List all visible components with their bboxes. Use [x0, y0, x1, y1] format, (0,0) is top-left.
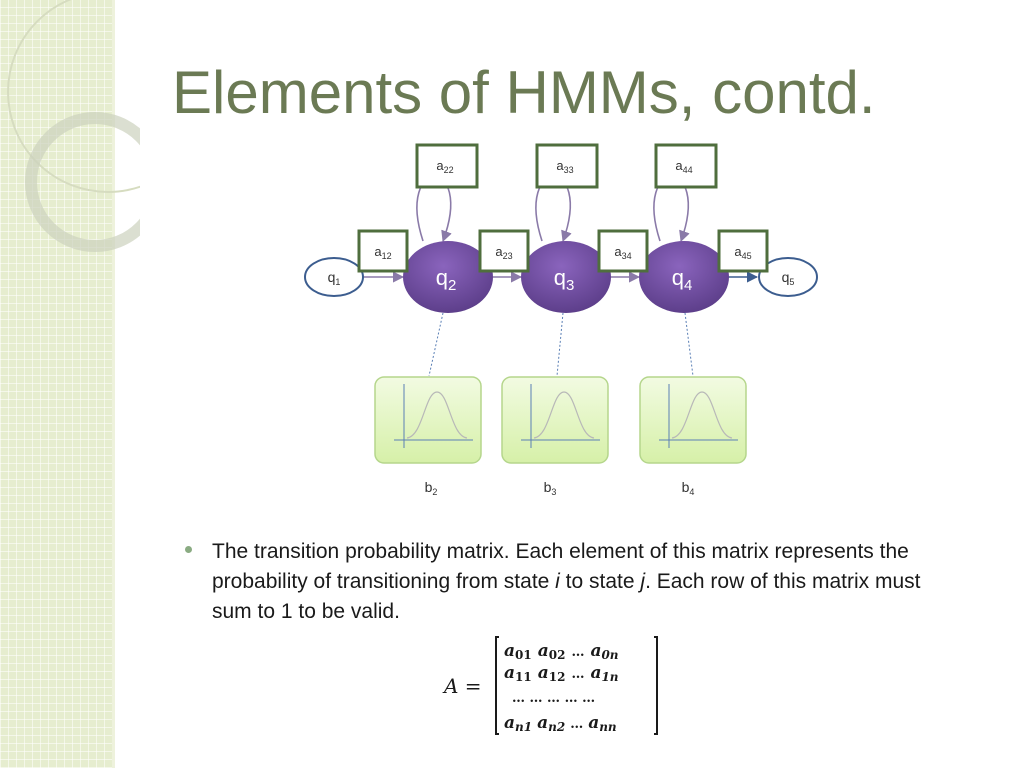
emission-box-b2	[374, 376, 482, 464]
svg-text:a44: a44	[675, 158, 692, 175]
label-a23-sub: 23	[503, 251, 513, 261]
decorative-circle-small	[25, 112, 140, 252]
label-b3-name: b	[544, 479, 552, 495]
state-q4-name: q	[672, 265, 684, 290]
label-a23-name: a	[495, 244, 503, 259]
state-q1: q1	[304, 257, 364, 297]
side-band-edge	[112, 0, 115, 768]
svg-text:a12: a12	[374, 244, 391, 261]
bullet-text-part3: . Each row of this matrix must sum to 1 …	[212, 570, 921, 623]
state-q3-sub: 3	[566, 277, 574, 294]
transition-box-a34: a34	[597, 229, 649, 273]
label-b2-name: b	[425, 479, 433, 495]
svg-text:q2: q2	[436, 265, 457, 294]
label-a44-sub: 44	[683, 165, 693, 175]
emission-link-q2	[428, 312, 444, 377]
svg-text:a23: a23	[495, 244, 512, 261]
emission-label-b3: b3	[544, 479, 557, 497]
state-q3: q3	[521, 241, 611, 313]
state-q2-name: q	[436, 265, 448, 290]
label-a12-name: a	[374, 244, 382, 259]
slide-title: Elements of HMMs, contd.	[172, 59, 876, 126]
label-a22-name: a	[436, 158, 444, 173]
transition-box-a12: a12	[357, 229, 409, 273]
emission-box-b3	[501, 376, 609, 464]
bullet-dot-icon	[185, 546, 192, 553]
bullet-state-i: i	[555, 570, 560, 593]
label-a33-name: a	[556, 158, 564, 173]
svg-text:q4: q4	[672, 265, 693, 294]
label-a22-sub: 22	[444, 165, 454, 175]
emission-link-q3	[556, 312, 564, 377]
state-q4: q4	[639, 241, 729, 313]
emission-label-b4: b4	[682, 479, 695, 497]
state-q4-sub: 4	[684, 277, 692, 294]
emission-box-b4	[639, 376, 747, 464]
state-q2-sub: 2	[448, 277, 456, 294]
bullet-text-part2: to state	[559, 570, 641, 593]
label-a45-sub: 45	[742, 251, 752, 261]
svg-text:q3: q3	[554, 265, 575, 294]
matrix-lhs: A =	[442, 674, 482, 698]
label-a45-name: a	[734, 244, 742, 259]
svg-text:q5: q5	[782, 269, 795, 287]
transition-box-a23: a23	[478, 229, 530, 273]
matrix-right-bracket	[654, 636, 658, 735]
label-b3-sub: 3	[551, 487, 556, 497]
state-q1-name: q	[328, 269, 336, 285]
label-b4-name: b	[682, 479, 690, 495]
emission-label-b2: b2	[425, 479, 438, 497]
bullet-text-part1: The transition probability matrix. Each …	[212, 540, 909, 593]
svg-text:q1: q1	[328, 269, 341, 287]
label-a33-sub: 33	[564, 165, 574, 175]
decorative-circle-large	[7, 0, 140, 193]
state-q1-sub: 1	[335, 277, 340, 287]
svg-text:a22: a22	[436, 158, 453, 175]
state-q2: q2	[403, 241, 493, 313]
label-b2-sub: 2	[432, 487, 437, 497]
decorative-circles	[7, 0, 140, 252]
hmm-diagram: q1 q5 q2 q3 q4 a22 a33 a44 a12 a23 a34	[304, 143, 818, 497]
self-loop-box-a33: a33	[535, 143, 599, 189]
matrix-row-ellipsis: … … … … …	[512, 691, 595, 706]
label-a12-sub: 12	[382, 251, 392, 261]
transition-box-a45: a45	[717, 229, 769, 273]
label-a44-name: a	[675, 158, 683, 173]
bullet-state-j: j	[640, 570, 646, 593]
emission-link-q4	[684, 312, 694, 377]
svg-text:a45: a45	[734, 244, 751, 261]
label-a34-sub: 34	[622, 251, 632, 261]
self-loop-box-a22: a22	[415, 143, 479, 189]
label-a34-name: a	[614, 244, 622, 259]
state-q3-name: q	[554, 265, 566, 290]
svg-text:a33: a33	[556, 158, 573, 175]
label-b4-sub: 4	[689, 487, 694, 497]
matrix-left-bracket	[495, 636, 499, 735]
self-loop-box-a44: a44	[654, 143, 718, 189]
state-q5-sub: 5	[789, 277, 794, 287]
state-q5: q5	[758, 257, 818, 297]
svg-text:a34: a34	[614, 244, 631, 261]
bullet-text: The transition probability matrix. Each …	[212, 537, 942, 627]
state-q5-name: q	[782, 269, 790, 285]
